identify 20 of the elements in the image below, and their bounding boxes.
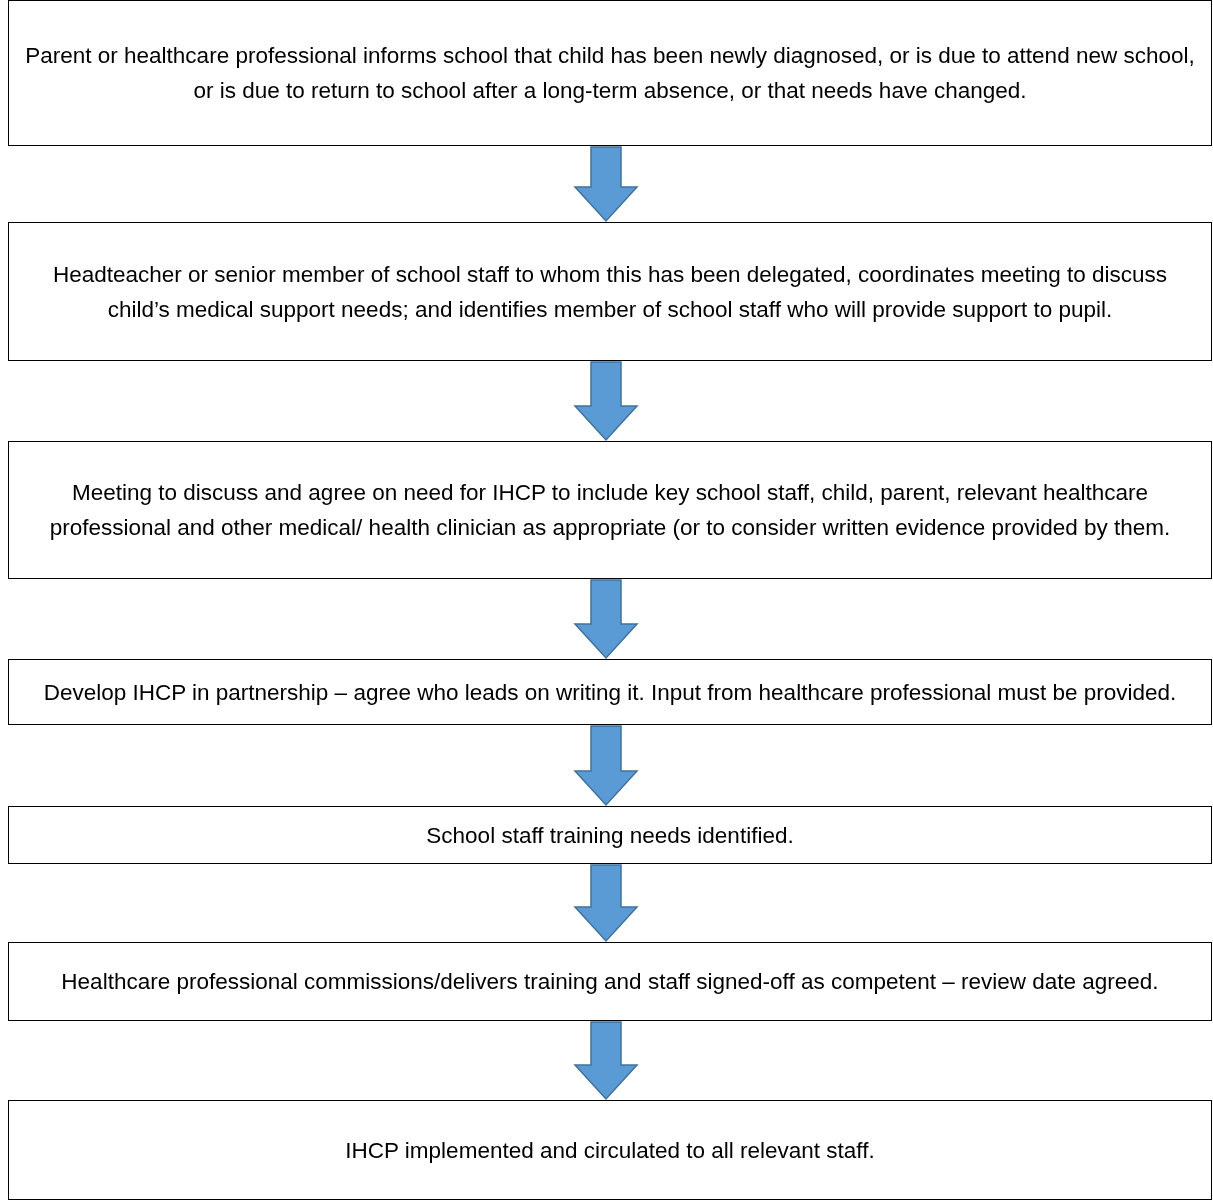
block-arrow [573, 1021, 639, 1101]
block-arrow [573, 725, 639, 807]
step-text: School staff training needs identified. [426, 821, 794, 850]
step-text: Parent or healthcare professional informs school that child has been newly diagnosed, or is due to attend new school, or is due to return to school after a long-term absence, or that needs have changed. [24, 42, 1196, 105]
process-box [8, 806, 1212, 864]
process-box [8, 441, 1212, 579]
process-box [8, 0, 1212, 146]
step-text: Develop IHCP in partnership – agree who leads on writing it. Input from healthcare professional must be provided. [43, 678, 1177, 707]
block-arrow [573, 146, 639, 223]
block-arrow [573, 361, 639, 442]
step-text: Meeting to discuss and agree on need for IHCP to include key school staff, child, parent, relevant healthcare professional and other medical/ health clinician as appropriate (or to consider written evidence provided by them. [48, 479, 1172, 542]
step-text: Healthcare professional commissions/delivers training and staff signed-off as competent – review date agreed. [61, 968, 1159, 996]
process-box [8, 942, 1212, 1021]
step-text: IHCP implemented and circulated to all relevant staff. [345, 1136, 875, 1165]
step-text: Headteacher or senior member of school staff to whom this has been delegated, coordinates meeting to discuss child’s medical support needs; and identifies member of school staff who will provide support to pupil. [52, 260, 1168, 324]
block-arrow [573, 579, 639, 660]
process-box [8, 1100, 1212, 1200]
process-box [8, 222, 1212, 361]
process-box [8, 659, 1212, 725]
block-arrow [573, 864, 639, 943]
